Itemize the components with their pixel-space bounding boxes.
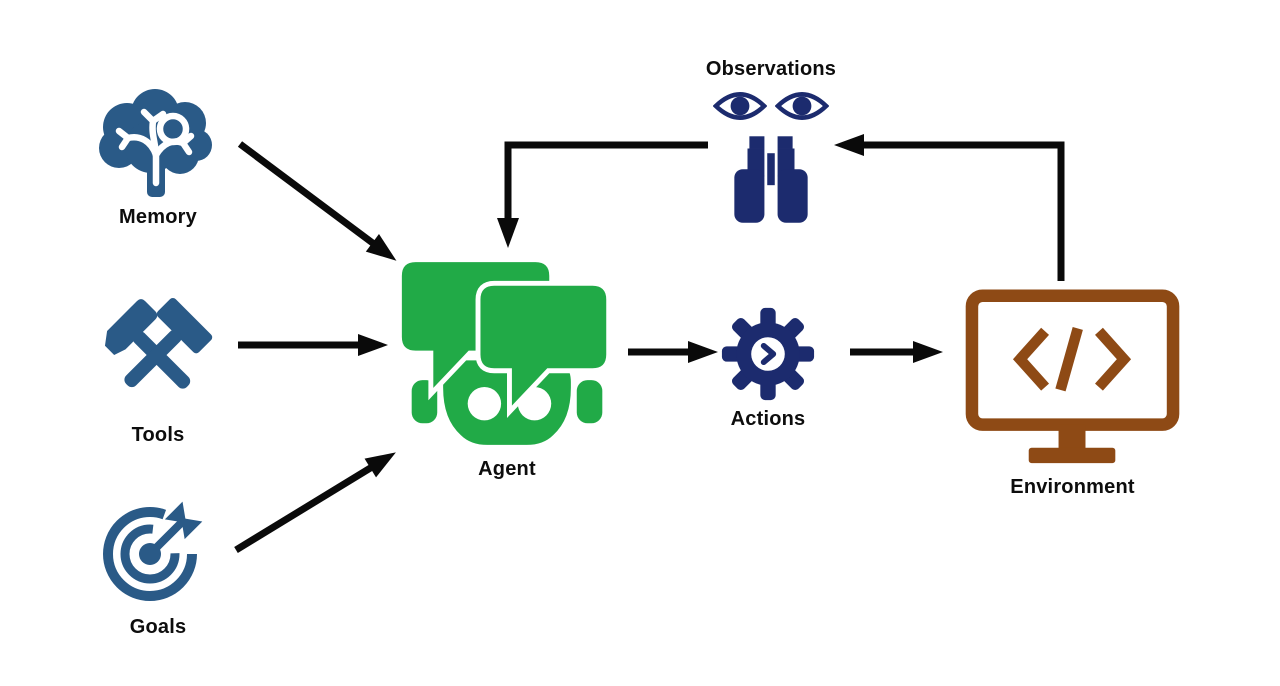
- memory-label: Memory: [119, 206, 197, 228]
- chat-bubble-front: [475, 280, 612, 418]
- environment-label: Environment: [1010, 476, 1135, 498]
- node-memory: Memory: [73, 85, 243, 229]
- actions-label: Actions: [730, 408, 806, 430]
- eyes-pair: [713, 89, 829, 123]
- arrow-memory-to-agent: [237, 141, 397, 261]
- target-dart-icon: [103, 501, 203, 601]
- node-actions: Actions: [700, 306, 836, 431]
- node-environment: Environment: [955, 288, 1190, 499]
- monitor-neck: [1058, 424, 1086, 450]
- robot-ear-right: [576, 380, 603, 424]
- node-goals: Goals: [73, 492, 243, 639]
- code-close-bracket: [1095, 327, 1132, 391]
- binoculars-icon: [734, 136, 808, 223]
- code-monitor-icon: [965, 289, 1180, 464]
- arrow-goals-to-agent: [234, 452, 396, 553]
- crossed-hammers-icon: [104, 297, 213, 389]
- robot-chat-icon: [396, 260, 612, 445]
- code-slash: [1055, 326, 1083, 392]
- code-open-bracket: [1012, 327, 1050, 391]
- node-tools: Tools: [73, 294, 243, 447]
- goals-label: Goals: [129, 616, 187, 638]
- arrow-environment-to-observations: [834, 134, 1065, 281]
- brain-icon: [99, 89, 212, 197]
- robot-eye-left: [467, 386, 502, 421]
- node-observations: Observations: [698, 58, 844, 225]
- eye-icon: [713, 92, 767, 120]
- arrow-observations-to-agent: [497, 141, 708, 248]
- node-agent: Agent: [393, 260, 621, 481]
- tools-label: Tools: [131, 424, 185, 446]
- gear-chevron-icon: [721, 307, 815, 401]
- eye-icon: [775, 92, 829, 120]
- agent-label: Agent: [478, 458, 536, 480]
- monitor-base: [1028, 447, 1116, 464]
- chevron-right-icon: [760, 342, 777, 366]
- observations-label: Observations: [705, 58, 837, 80]
